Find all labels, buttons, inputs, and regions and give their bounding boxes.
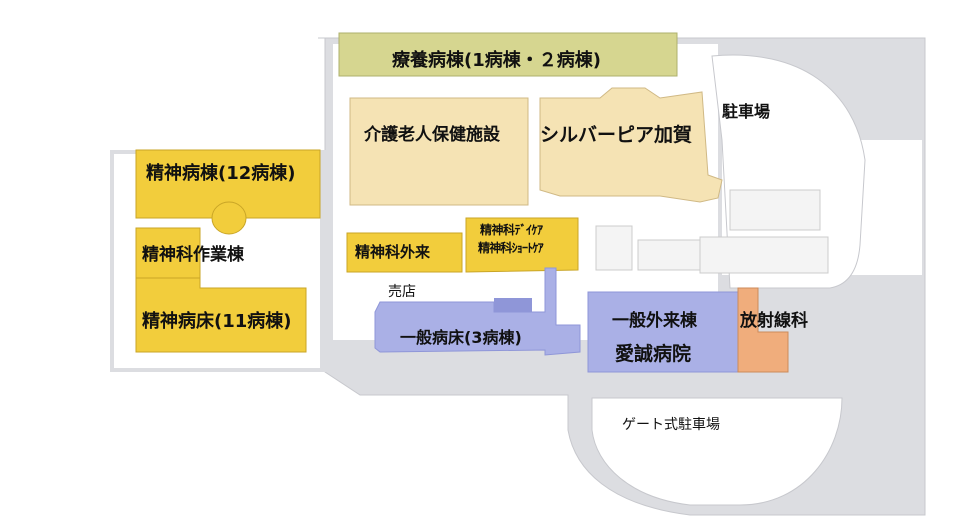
building-connector-round [211,201,247,235]
label-psych-ward-12: 精神病棟(12病棟) [146,163,296,184]
label-silverpia: シルバーピア加賀 [540,124,693,146]
label-psych-ward-11: 精神病床(11病棟) [142,311,292,332]
label-psych-outpatient: 精神科外来 [355,243,431,261]
label-general-outpatient: 一般外来棟 [612,311,697,331]
label-psych-daycare: 精神科ﾃﾞｲｹｱ [480,223,543,237]
label-ryoyo-ward: 療養病棟(1病棟・２病棟) [392,50,601,71]
building-ward12 [135,149,321,219]
label-psych-works: 精神科作業棟 [142,245,244,265]
white-building-c [699,236,829,274]
white-building-a [595,225,633,271]
label-general-ward: 一般病床(3病棟) [400,328,522,347]
building-silver [539,87,723,203]
white-building-b [637,239,701,271]
building-ward11 [135,277,307,353]
building-ryoyo [338,32,678,77]
building-general-ward-annex [494,298,532,312]
buildings [135,32,829,373]
label-gate-parking: ゲート式駐車場 [622,417,720,433]
building-psych-daycare [465,217,579,273]
label-radiology: 放射線科 [740,311,808,331]
label-shop: 売店 [388,284,416,300]
white-building-d [729,189,821,231]
building-psych-outpatient [346,232,463,273]
gate-parking-loop [591,397,843,506]
label-aisei-hospital: 愛誠病院 [615,343,692,365]
label-psych-shortcare: 精神科ｼｮｰﾄｹｱ [478,241,544,255]
label-parking: 駐車場 [722,102,771,121]
label-kaigo-facility: 介護老人保健施設 [364,125,500,145]
building-kaigo [349,97,529,206]
building-radiology [737,287,789,373]
white-buildings [595,189,829,274]
